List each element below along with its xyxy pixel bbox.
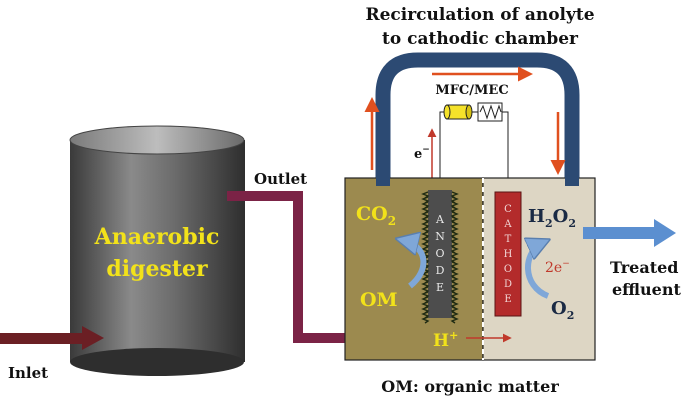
digester-label-line2: digester	[106, 256, 208, 282]
outlet-pipe	[227, 191, 372, 343]
cathode-letters: C A T H O D E	[503, 204, 512, 305]
digester-label-line1: Anaerobic	[94, 224, 220, 250]
anode-letter: E	[436, 281, 444, 294]
effluent-arrow	[583, 219, 676, 247]
outlet-label: Outlet	[254, 170, 307, 188]
recirculation-title-line2: to cathodic chamber	[382, 29, 579, 49]
battery-icon	[443, 104, 473, 120]
anode-chamber	[344, 177, 484, 361]
recirculation-pipe	[375, 52, 580, 182]
anode-letter: O	[435, 247, 444, 260]
cathode-letter: O	[504, 264, 512, 275]
cathode-curl-arrow	[528, 242, 548, 299]
biofilm-speck	[450, 316, 459, 324]
co2-label: CO2	[356, 203, 396, 228]
anode-letter: D	[436, 264, 445, 277]
inlet-arrow	[0, 326, 104, 350]
electron-label: e−	[414, 145, 430, 162]
resistor-icon	[477, 102, 503, 122]
anode-letters: A N O D E	[435, 213, 445, 294]
hplus-label: H+	[433, 329, 458, 351]
mfc-mec-label: MFC/MEC	[435, 83, 508, 98]
om-label: OM	[360, 289, 398, 311]
inlet-label: Inlet	[8, 364, 48, 382]
biofilm-speck	[421, 316, 430, 324]
recirc-pipe-end-left	[376, 172, 390, 186]
cathode-letter: T	[505, 234, 512, 245]
o2-label: O2	[551, 298, 574, 322]
anaerobic-digester	[69, 125, 245, 376]
anode-letter: N	[435, 230, 445, 243]
footnote: OM: organic matter	[381, 377, 559, 396]
cathode-letter: C	[504, 204, 512, 215]
cathode-electrode	[494, 191, 522, 317]
cathode-letter: D	[504, 279, 512, 290]
anode-curl-arrow	[402, 240, 427, 289]
recirculation-title-line1: Recirculation of anolyte	[365, 5, 594, 25]
cathode-letter: H	[504, 249, 513, 260]
recirc-pipe-end-right	[565, 172, 579, 186]
treated-effluent-line2: effluent	[612, 280, 681, 299]
cathode-letter: E	[504, 294, 511, 305]
circuit-wire-cathode	[500, 111, 509, 180]
cathode-letter: A	[503, 219, 512, 230]
anode-letter: A	[435, 213, 445, 226]
treated-effluent-line1: Treated	[610, 258, 678, 277]
circuit-wire	[439, 111, 470, 180]
h2o2-label: H2O2	[528, 206, 576, 230]
two-electron-label: 2e−	[545, 259, 570, 276]
